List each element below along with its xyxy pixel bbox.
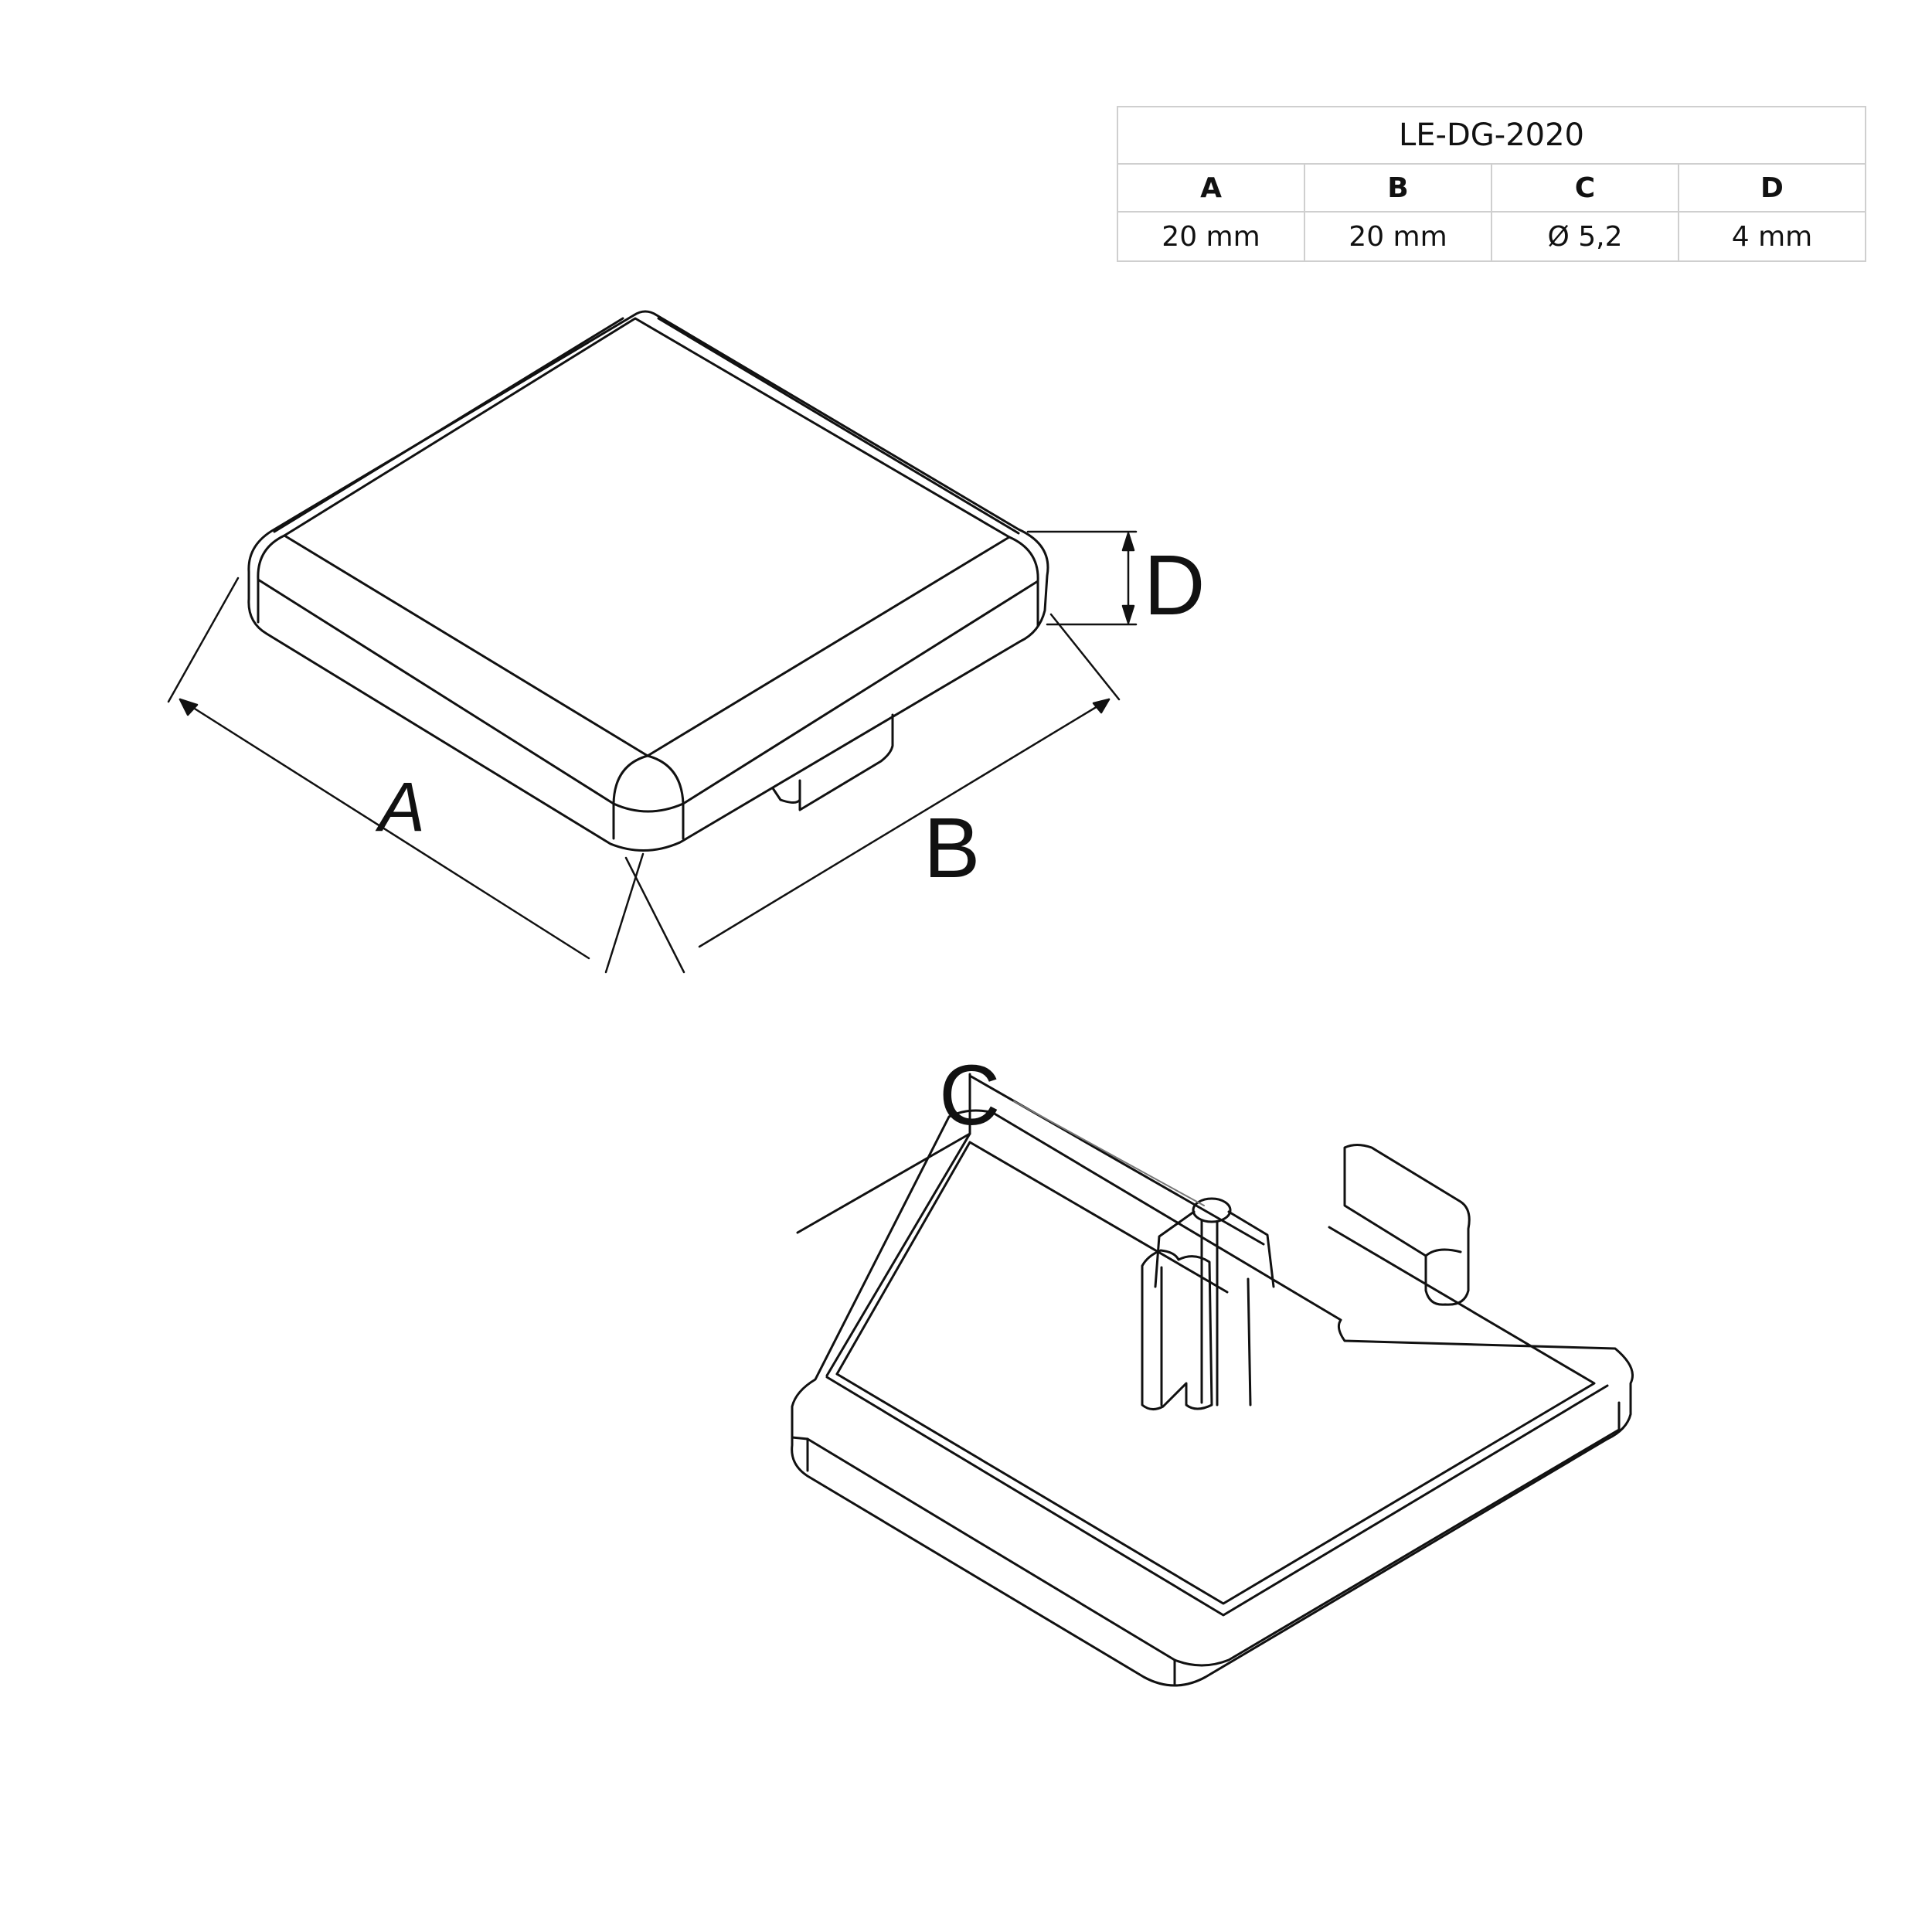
spec-title-row: LE-DG-2020: [1117, 106, 1866, 165]
dimension-d: [1026, 530, 1138, 626]
label-d: D: [1144, 538, 1205, 633]
cap-top-view: [247, 310, 1049, 852]
model-name: LE-DG-2020: [1117, 106, 1866, 165]
label-c: C: [939, 1048, 1000, 1143]
value-d: 4 mm: [1678, 211, 1866, 262]
label-a: A: [375, 769, 425, 846]
value-a: 20 mm: [1117, 211, 1305, 262]
spec-values-row: 20 mm 20 mm Ø 5,2 4 mm: [1117, 211, 1866, 262]
header-b: B: [1304, 163, 1492, 213]
dimension-a: [167, 577, 685, 974]
spec-table: LE-DG-2020 A B C D 20 mm 20 mm Ø 5,2 4 m…: [1117, 106, 1866, 262]
value-b: 20 mm: [1304, 211, 1492, 262]
leader-line-c: [1013, 1100, 1205, 1206]
spec-header-row: A B C D: [1117, 163, 1866, 213]
dimension-b: [698, 613, 1121, 948]
header-a: A: [1117, 163, 1305, 213]
value-c: Ø 5,2: [1491, 211, 1679, 262]
cap-bottom-view: [791, 1073, 1634, 1687]
header-c: C: [1491, 163, 1679, 213]
header-d: D: [1678, 163, 1866, 213]
label-b: B: [923, 801, 980, 896]
